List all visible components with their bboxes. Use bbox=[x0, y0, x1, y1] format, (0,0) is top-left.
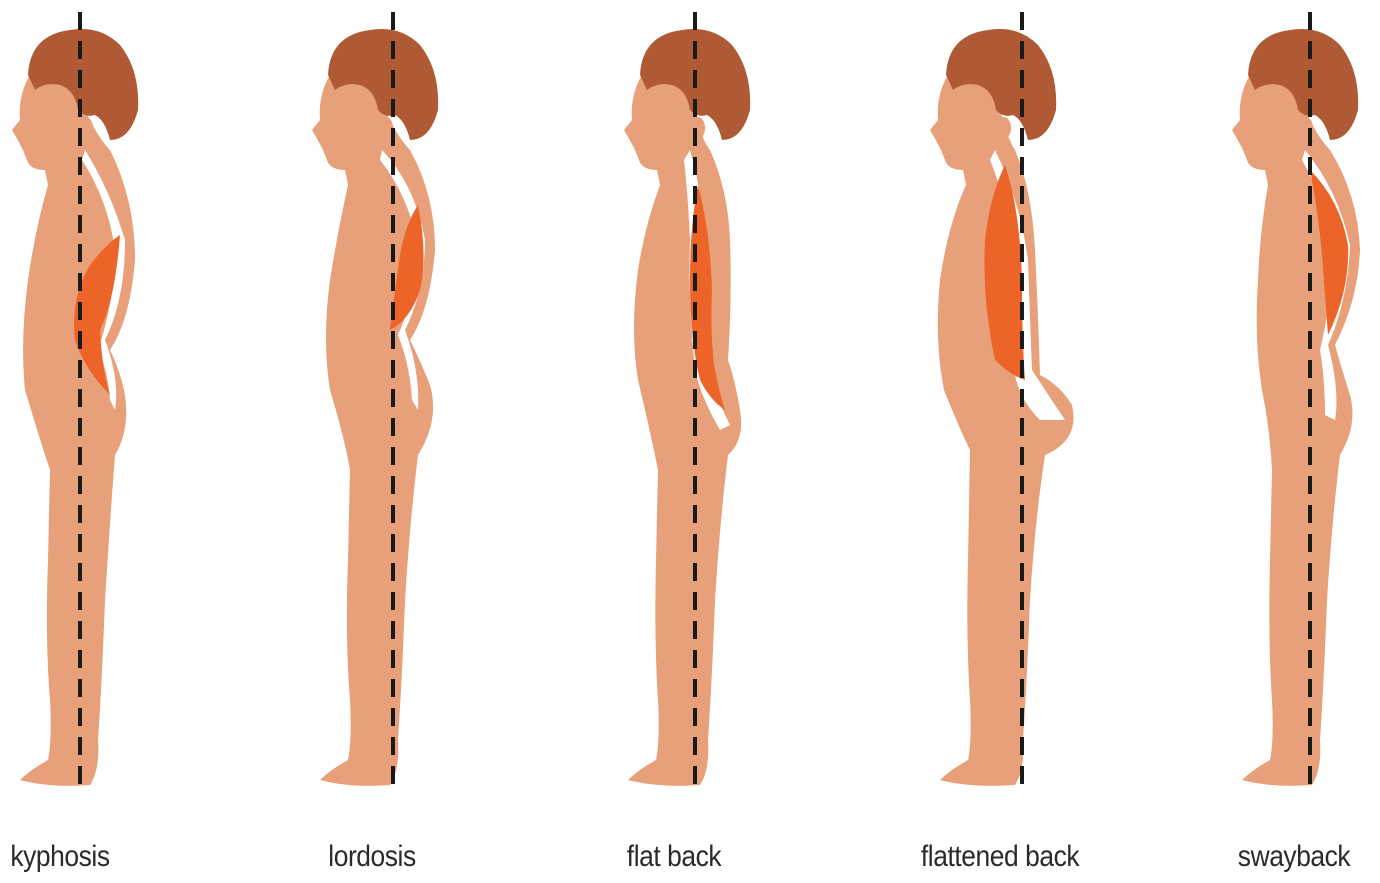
child-silhouette-icon bbox=[0, 0, 276, 820]
body-silhouette bbox=[624, 75, 741, 786]
child-silhouette-icon bbox=[610, 0, 886, 820]
caption-swayback: swayback bbox=[1188, 840, 1380, 874]
posture-lordosis: lordosis bbox=[300, 0, 576, 883]
body-silhouette bbox=[12, 75, 135, 786]
caption-flattened-back: flattened back bbox=[894, 840, 1105, 874]
child-silhouette-icon bbox=[920, 0, 1196, 820]
child-silhouette-icon bbox=[1210, 0, 1380, 820]
caption-lordosis: lordosis bbox=[266, 840, 477, 874]
posture-flattened-back: flattened back bbox=[920, 0, 1196, 883]
caption-flat-back: flat back bbox=[568, 840, 779, 874]
child-silhouette-icon bbox=[300, 0, 576, 820]
posture-kyphosis: kyphosis bbox=[0, 0, 276, 883]
posture-flat-back: flat back bbox=[610, 0, 886, 883]
posture-swayback: swayback bbox=[1210, 0, 1380, 883]
body-silhouette bbox=[312, 75, 435, 786]
caption-kyphosis: kyphosis bbox=[0, 840, 166, 874]
body-silhouette bbox=[1232, 75, 1360, 786]
